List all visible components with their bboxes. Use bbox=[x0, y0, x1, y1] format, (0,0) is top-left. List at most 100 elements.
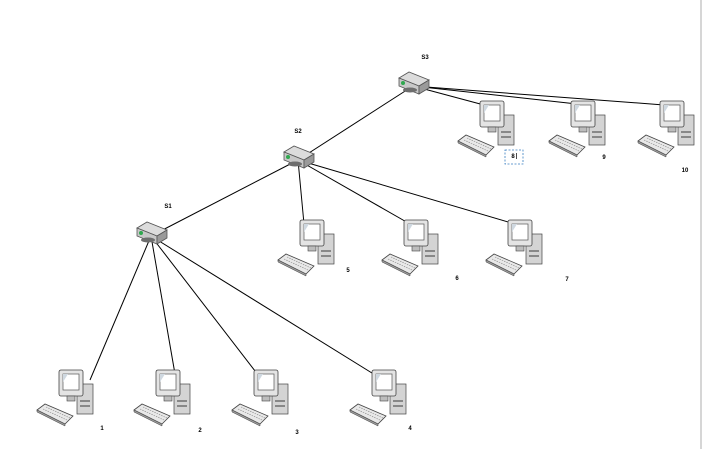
pc-stand bbox=[411, 245, 421, 252]
pc-keyboard-keys bbox=[463, 139, 489, 152]
pc-screen-glare bbox=[664, 105, 669, 113]
pc-screen-glare bbox=[258, 374, 263, 382]
switch-label: S1 bbox=[164, 204, 172, 210]
switch-s3[interactable]: S3 bbox=[398, 55, 430, 95]
computer-label: 1 bbox=[100, 426, 104, 432]
computer-icon bbox=[36, 369, 94, 427]
switch-label: S3 bbox=[421, 55, 429, 61]
computer-label: 5 bbox=[346, 268, 350, 274]
pc-screen-glare bbox=[512, 224, 517, 232]
computer-9[interactable]: 9 bbox=[548, 100, 606, 161]
pc-drive-bay bbox=[393, 405, 403, 407]
pc-drive-bay bbox=[425, 250, 435, 252]
computer-7[interactable]: 7 bbox=[485, 219, 569, 283]
pc-stand bbox=[578, 126, 588, 133]
computer-10[interactable]: 10 bbox=[637, 100, 695, 174]
pc-screen-glare bbox=[484, 105, 489, 113]
pc-drive-bay bbox=[177, 405, 187, 407]
switch-side bbox=[418, 79, 430, 95]
pc-keyboard-keys bbox=[494, 256, 520, 269]
pc-stand bbox=[163, 395, 173, 402]
link-s3-pc9[interactable] bbox=[412, 85, 587, 106]
switch-base bbox=[141, 237, 155, 243]
link-s2-pc7[interactable] bbox=[297, 159, 516, 225]
pc-keyboard-edge bbox=[548, 140, 578, 158]
pc-drive-bay bbox=[393, 400, 403, 402]
pc-keyboard-keys bbox=[466, 137, 492, 150]
computer-icon bbox=[548, 100, 606, 158]
computer-icon bbox=[485, 219, 543, 277]
computer-2[interactable]: 2 bbox=[133, 369, 202, 434]
pc-screen-glare bbox=[63, 374, 68, 382]
devices-layer: S1 S2 S3 1 2 3 4 5 6 7 8 9 10 bbox=[36, 55, 695, 436]
computer-icon bbox=[133, 369, 191, 427]
link-s1-pc1[interactable] bbox=[89, 235, 152, 381]
computer-label: 6 bbox=[455, 276, 459, 282]
pc-screen-glare bbox=[575, 105, 580, 113]
link-s3-pc10[interactable] bbox=[412, 85, 665, 106]
pc-keyboard-edge bbox=[231, 409, 261, 427]
link-s2-pc6[interactable] bbox=[297, 159, 411, 225]
switch-s1[interactable]: S1 bbox=[136, 204, 172, 245]
computer-3[interactable]: 3 bbox=[231, 369, 299, 436]
computer-icon bbox=[277, 219, 335, 277]
link-s2-s3[interactable] bbox=[297, 85, 414, 161]
pc-keyboard-keys bbox=[643, 139, 669, 152]
link-s1-pc2[interactable] bbox=[150, 235, 176, 375]
canvas-edge bbox=[700, 0, 702, 449]
pc-keyboard-edge bbox=[277, 259, 307, 277]
pc-drive-bay bbox=[321, 255, 331, 257]
switch-base bbox=[288, 161, 302, 167]
pc-keyboard-keys bbox=[358, 406, 384, 419]
computer-label: 2 bbox=[198, 428, 202, 434]
pc-drive-bay bbox=[681, 131, 691, 133]
pc-keyboard-edge bbox=[36, 409, 66, 427]
pc-drive-bay bbox=[592, 136, 602, 138]
pc-stand bbox=[667, 126, 677, 133]
pc-keyboard-keys bbox=[646, 137, 672, 150]
computer-6[interactable]: 6 bbox=[381, 219, 459, 282]
pc-drive-bay bbox=[425, 255, 435, 257]
computer-1[interactable]: 1 bbox=[36, 369, 104, 432]
link-s1-pc4[interactable] bbox=[150, 235, 381, 379]
computer-4[interactable]: 4 bbox=[349, 369, 412, 432]
pc-keyboard-keys bbox=[42, 408, 68, 421]
pc-keyboard-edge bbox=[133, 409, 163, 427]
link-s1-pc3[interactable] bbox=[150, 235, 263, 381]
pc-keyboard-keys bbox=[45, 406, 71, 419]
pc-drive-bay bbox=[529, 255, 539, 257]
pc-keyboard-keys bbox=[355, 408, 381, 421]
pc-keyboard-keys bbox=[139, 408, 165, 421]
links-layer bbox=[89, 85, 665, 381]
computer-label: 8 bbox=[511, 154, 515, 160]
switch-side bbox=[303, 153, 315, 169]
computer-label: 9 bbox=[602, 155, 606, 161]
pc-keyboard-keys bbox=[286, 256, 312, 269]
label-selection-box[interactable] bbox=[504, 149, 524, 165]
computer-8[interactable]: 8 bbox=[457, 100, 524, 165]
pc-keyboard-keys bbox=[237, 408, 263, 421]
computer-5[interactable]: 5 bbox=[277, 219, 350, 277]
pc-drive-bay bbox=[529, 250, 539, 252]
pc-screen-glare bbox=[376, 374, 381, 382]
pc-stand bbox=[307, 245, 317, 252]
switch-s2[interactable]: S2 bbox=[283, 129, 315, 169]
pc-stand bbox=[487, 126, 497, 133]
pc-keyboard-edge bbox=[381, 259, 411, 277]
computer-icon bbox=[637, 100, 695, 158]
link-s2-pc5[interactable] bbox=[297, 159, 305, 225]
link-s1-s2[interactable] bbox=[150, 159, 299, 237]
switch-label: S2 bbox=[294, 129, 302, 135]
computer-label: 3 bbox=[295, 430, 299, 436]
pc-drive-bay bbox=[501, 131, 511, 133]
pc-keyboard-keys bbox=[387, 258, 413, 271]
pc-drive-bay bbox=[177, 400, 187, 402]
pc-keyboard-keys bbox=[240, 406, 266, 419]
computer-icon bbox=[381, 219, 439, 277]
pc-stand bbox=[261, 395, 271, 402]
pc-drive-bay bbox=[80, 405, 90, 407]
pc-stand bbox=[379, 395, 389, 402]
switch-base bbox=[403, 87, 417, 93]
